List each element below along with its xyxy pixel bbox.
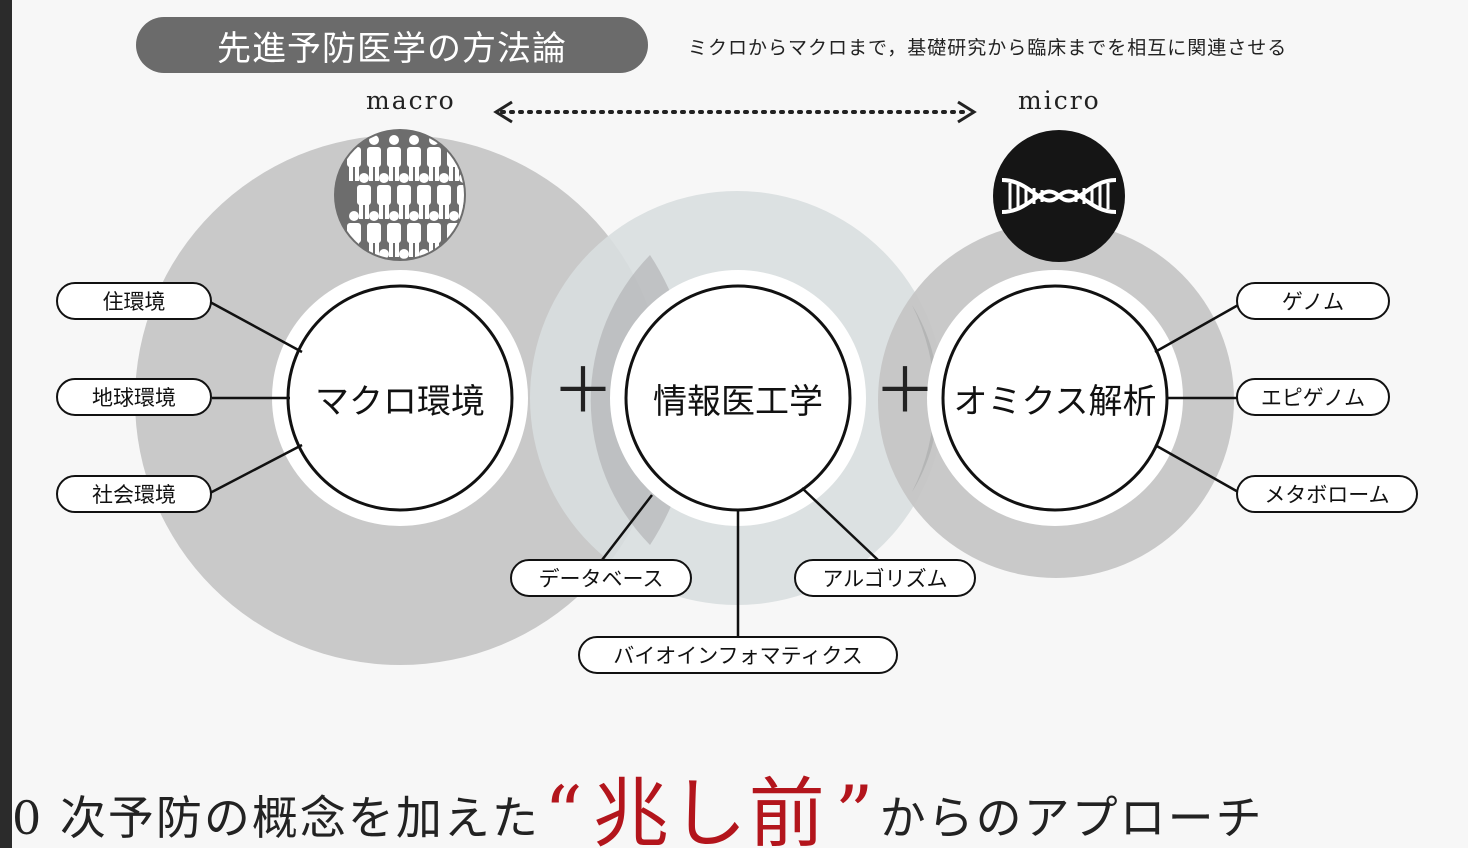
info-item-algorithm: アルゴリズム (794, 559, 976, 597)
tagline-highlight: 兆し前 (592, 768, 827, 848)
tagline-close-quote: ” (834, 768, 876, 848)
header-subtitle: ミクロからマクロまで，基礎研究から臨床までを相互に関連させる (688, 37, 1288, 59)
plus-operator-1: ＋ (552, 354, 615, 427)
scale-label-macro: macro (366, 86, 456, 115)
info-item-database: データベース (510, 559, 692, 597)
omics-item-metabolome: メタボローム (1236, 475, 1418, 513)
info-core-label: 情報医工学 (653, 381, 823, 422)
tagline: 0 次予防の概念を加えた“兆し前”からのアプローチ (12, 748, 1264, 848)
diagram-frame: 先進予防医学の方法論 ミクロからマクロまで，基礎研究から臨床までを相互に関連させ… (12, 0, 1468, 848)
macro-item-housing: 住環境 (56, 282, 212, 320)
macro-item-global: 地球環境 (56, 378, 212, 416)
header-title: 先進予防医学の方法論 (136, 17, 648, 73)
scale-arrow (493, 100, 977, 124)
info-omics-overlap (912, 305, 939, 492)
omics-item-epigenome: エピゲノム (1236, 378, 1390, 416)
macro-item-social: 社会環境 (56, 475, 212, 513)
omics-item-genome: ゲノム (1236, 282, 1390, 320)
macro-core-label: マクロ環境 (315, 381, 485, 422)
tagline-suffix: からのアプローチ (879, 791, 1264, 845)
tagline-open-quote: “ (543, 768, 585, 848)
diagram-canvas (135, 100, 1241, 665)
scale-label-micro: micro (1018, 86, 1101, 115)
plus-operator-2: ＋ (874, 354, 937, 427)
omics-core-label: オミクス解析 (953, 381, 1157, 422)
info-item-bioinformatics: バイオインフォマティクス (578, 636, 898, 674)
tagline-prefix: 0 次予防の概念を加えた (12, 791, 540, 845)
connector-lines (209, 300, 1241, 637)
dna-icon (993, 130, 1125, 262)
